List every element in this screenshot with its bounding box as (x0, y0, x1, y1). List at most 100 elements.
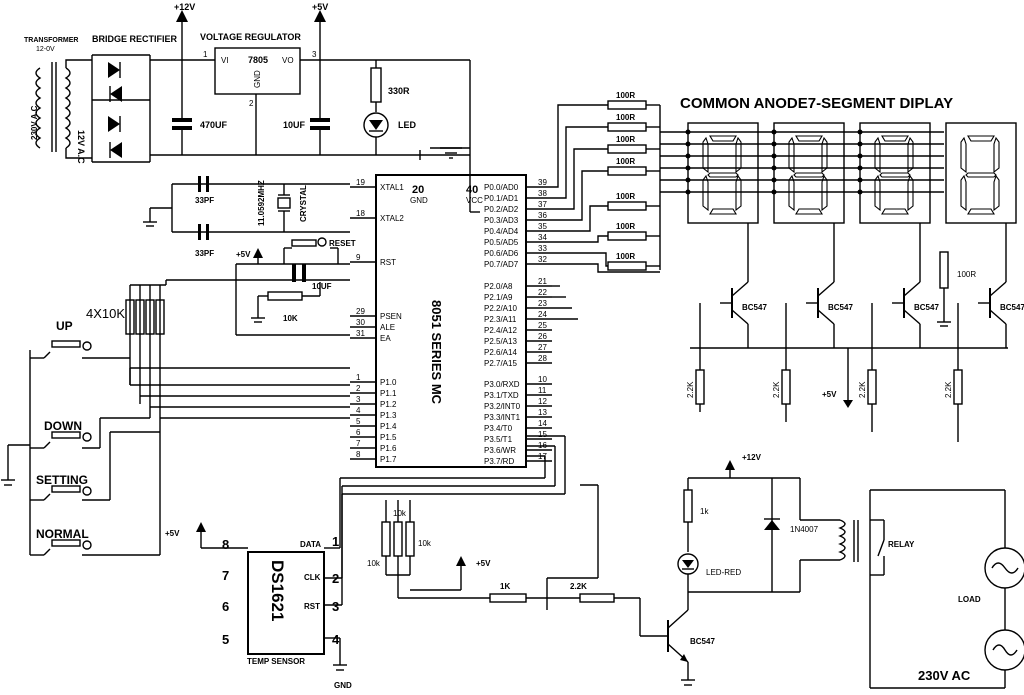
transistor-emitter (731, 309, 749, 325)
transistor-collector (731, 281, 749, 297)
mcu-pin-number: 13 (538, 408, 547, 417)
transistor-collector (817, 281, 835, 297)
reg-vi: VI (221, 56, 229, 65)
mcu-pin-number: 38 (538, 189, 547, 198)
segment-resistor (607, 100, 647, 110)
btn-down-label: DOWN (44, 419, 82, 433)
ds-rst: RST (304, 602, 320, 611)
segment (709, 135, 737, 142)
mcu-pin-number: 8 (356, 450, 361, 459)
ds-clk: CLK (304, 573, 321, 582)
mcu-pin-number: 33 (538, 244, 547, 253)
mcu-pin-name: P0.7/AD7 (484, 260, 519, 269)
mcu-pin-number: 14 (538, 419, 547, 428)
segment (907, 174, 914, 212)
mcu-pin-name: P1.3 (380, 411, 397, 420)
led-label: LED (398, 120, 417, 130)
segment-resistor (607, 231, 647, 241)
display-title: COMMON ANODE7-SEGMENT DIPLAY (680, 95, 953, 112)
junction-dot (685, 153, 691, 159)
transistor-emitter (989, 309, 1007, 325)
resistor-330r (370, 60, 382, 112)
cap-reset-label: 10UF (312, 282, 332, 291)
mcu-pin-number: 21 (538, 277, 547, 286)
button-down[interactable] (30, 418, 101, 449)
transistor-emitter (903, 309, 921, 325)
temp-sensor-label: TEMP SENSOR (247, 657, 305, 666)
reg-pin2: 2 (249, 99, 254, 108)
segment (707, 172, 739, 178)
reset-plus5: +5V (236, 250, 251, 259)
regulator-title: VOLTAGE REGULATOR (200, 32, 301, 42)
mcu-pin-number: 9 (356, 253, 361, 262)
base-resistor-label: 2.2K (944, 381, 953, 398)
res-100r-side: 100R (957, 270, 976, 279)
btn-up-label: UP (56, 319, 73, 333)
junction-dot (771, 141, 777, 147)
diode-label: 1N4007 (790, 525, 819, 534)
junction-dot (857, 177, 863, 183)
junction-dot (857, 129, 863, 135)
digit-frame (687, 122, 759, 224)
mains-out-label: 230V AC (918, 668, 971, 683)
junction-dot (685, 189, 691, 195)
transistor-label: BC547 (914, 303, 939, 312)
plus5-arrow-icon (314, 10, 326, 22)
mcu-pin-name: P0.4/AD4 (484, 227, 519, 236)
res-10k-b: 10k (418, 539, 432, 548)
mcu-vcc-num: 40 (466, 184, 478, 196)
junction-dot (857, 189, 863, 195)
led-red: LED-RED (706, 568, 741, 577)
junction-dot (771, 165, 777, 171)
mcu-pin-name: EA (380, 334, 391, 343)
mcu-pin-number: 31 (356, 329, 365, 338)
segment-resistor (607, 166, 647, 176)
segment-resistor (607, 261, 647, 271)
transistor-collector (989, 281, 1007, 297)
transformer-label: TRANSFORMER (24, 37, 78, 44)
junction-dot (857, 153, 863, 159)
segment (702, 136, 709, 174)
mcu-pin-name: P1.1 (380, 389, 397, 398)
segment (874, 136, 881, 174)
segment (965, 172, 997, 178)
power-supply: TRANSFORMER 12-0V 230V A.C 12V A.C BRIDG… (24, 2, 480, 213)
button-normal[interactable] (30, 458, 161, 556)
button-up[interactable] (29, 340, 130, 555)
p0-wire (552, 126, 608, 199)
mcu-pin-number: 26 (538, 332, 547, 341)
base-resistor-label: 2.2K (686, 381, 695, 398)
ds-pin-6: 6 (222, 599, 229, 614)
base-resistor-label: 2.2K (772, 381, 781, 398)
mcu-pin-name: P2.6/A14 (484, 348, 517, 357)
segment-resistor (607, 201, 647, 211)
base-resistor (695, 369, 705, 405)
segment (709, 208, 737, 215)
segment (821, 174, 828, 212)
junction-dot (771, 129, 777, 135)
button-setting[interactable] (30, 432, 111, 501)
p0-wire (552, 263, 660, 273)
mcu-pin-name: XTAL2 (380, 214, 404, 223)
segment (735, 136, 742, 174)
digit-transistor: BC547 2.2K (552, 223, 939, 432)
digit-frame (773, 122, 845, 224)
transformer-rating: 12-0V (36, 46, 55, 53)
reg-vo: VO (282, 56, 294, 65)
junction-dot (685, 129, 691, 135)
cap-10-label: 10UF (283, 120, 306, 130)
segment (967, 135, 995, 142)
segment-resistor (607, 144, 647, 154)
mcu-gnd-num: 20 (412, 184, 424, 196)
mcu-pin-name: P1.4 (380, 422, 397, 431)
mcu-vcc: VCC (466, 196, 483, 205)
mcu-pin-name: P0.6/AD6 (484, 249, 519, 258)
mcu-pin-number: 19 (356, 178, 365, 187)
plus5-pull: +5V (476, 559, 491, 568)
transistor-collector (903, 281, 921, 297)
p0-wire (552, 252, 608, 267)
res-10k-label: 10K (283, 314, 298, 323)
segment-resistor (607, 122, 647, 132)
